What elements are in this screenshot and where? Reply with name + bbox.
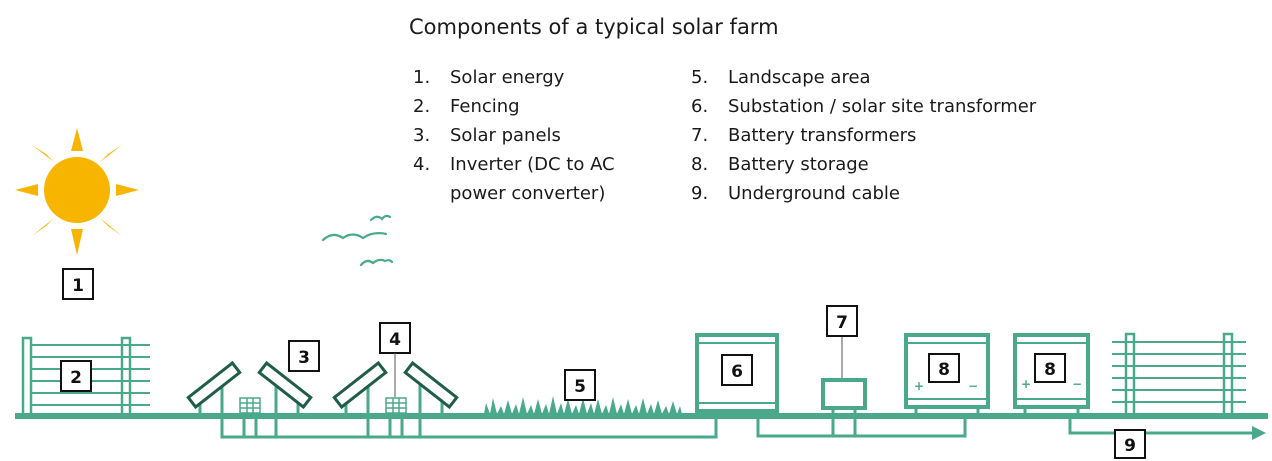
legend-number: 4.	[413, 154, 431, 175]
legend-number: 6.	[691, 96, 709, 117]
grass-icon	[484, 396, 682, 414]
solar-panel-icon	[257, 360, 313, 416]
marker-label: 9	[1124, 436, 1136, 456]
legend-text: Solar energy	[450, 67, 565, 88]
legend-item: 3. Solar panels	[413, 121, 615, 150]
marker-battery-storage: 8	[928, 353, 960, 383]
sun-icon	[15, 128, 139, 255]
battery-plus-sign: +	[1021, 377, 1031, 391]
legend-number: 8.	[691, 154, 709, 175]
legend-item: 9. Underground cable	[691, 179, 1036, 208]
legend-text: Underground cable	[728, 183, 901, 204]
marker-cable: 9	[1114, 429, 1146, 459]
legend-number: 2.	[413, 96, 431, 117]
marker-label: 7	[836, 313, 848, 333]
ground-line	[15, 413, 1268, 419]
marker-fence: 2	[60, 360, 92, 392]
legend-text: Inverter (DC to AC power converter)	[450, 154, 615, 204]
battery-minus-sign: −	[968, 379, 978, 393]
legend-text: Landscape area	[728, 67, 871, 88]
battery-transformer-icon	[821, 335, 867, 416]
marker-landscape: 5	[564, 369, 596, 401]
inverter-icon	[239, 397, 261, 414]
legend-number: 9.	[691, 183, 709, 204]
legend-item: 4. Inverter (DC to AC power converter)	[413, 150, 615, 208]
marker-label: 2	[70, 368, 82, 388]
legend-left-column: 1.Solar energy 2.Fencing 3.Solar panels …	[413, 63, 615, 208]
legend-number: 5.	[691, 67, 709, 88]
marker-label: 1	[72, 276, 84, 296]
marker-label: 3	[298, 348, 310, 368]
marker-substation: 6	[721, 354, 753, 386]
marker-sun: 1	[62, 268, 94, 300]
legend-right-column: 5. Landscape area 6. Substation / solar si…	[691, 63, 1036, 208]
marker-battery-storage: 8	[1034, 353, 1066, 383]
legend-number: 1.	[413, 67, 431, 88]
marker-label: 4	[389, 330, 401, 350]
marker-label: 8	[938, 360, 950, 380]
legend-item: 7. Battery transformers	[691, 121, 1036, 150]
marker-label: 5	[574, 377, 586, 397]
legend-text: Battery storage	[728, 154, 869, 175]
legend-text: Fencing	[450, 96, 520, 117]
birds-icon	[321, 214, 394, 267]
solar-panel-icon	[186, 360, 242, 416]
legend-number: 7.	[691, 125, 709, 146]
legend-item: 2. Fencing	[413, 92, 615, 121]
underground-cable	[220, 419, 1255, 439]
marker-inverter: 4	[379, 322, 411, 397]
diagram-title: Components of a typical solar farm	[409, 15, 779, 39]
inverter-icon	[385, 397, 407, 414]
legend-item: 5. Landscape area	[691, 63, 1036, 92]
battery-plus-sign: +	[914, 379, 924, 393]
marker-battery-transformer: 7	[826, 305, 858, 337]
legend-text: Battery transformers	[728, 125, 917, 146]
legend-text: Solar panels	[450, 125, 561, 146]
legend-text: Substation / solar site transformer	[728, 96, 1037, 117]
legend-item: 1. Solar energy	[413, 63, 615, 92]
legend-number: 3.	[413, 125, 431, 146]
fence-icon	[1112, 332, 1246, 418]
marker-panels: 3	[288, 340, 320, 372]
battery-minus-sign: −	[1072, 377, 1082, 391]
legend-item: 6. Substation / solar site transformer	[691, 92, 1036, 121]
cable-arrow-icon	[1252, 426, 1266, 440]
solar-panel-icon	[403, 360, 459, 416]
marker-label: 6	[731, 362, 743, 382]
marker-label: 8	[1044, 360, 1056, 380]
legend-item: 8. Battery storage	[691, 150, 1036, 179]
solar-panel-icon	[332, 360, 388, 416]
